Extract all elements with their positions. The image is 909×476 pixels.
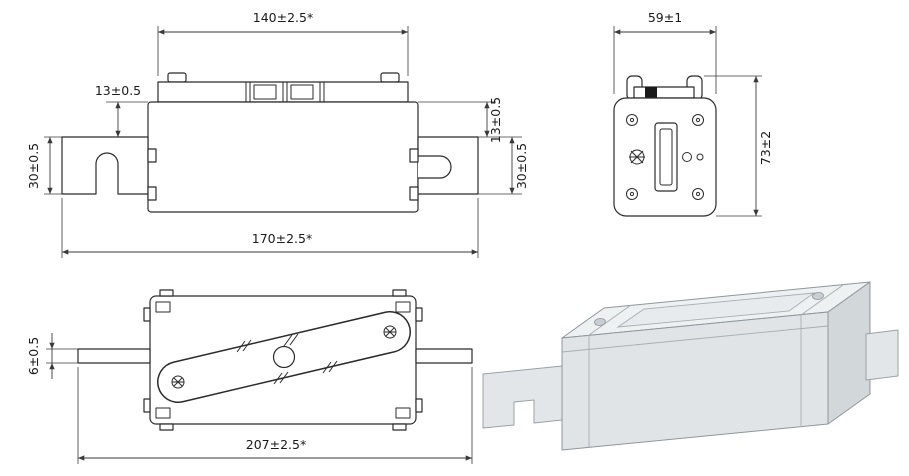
corner-screws xyxy=(626,114,704,200)
cap-lug-right xyxy=(380,72,400,83)
dim-blade-thickness: 6±0.5 xyxy=(26,333,78,379)
dim-overall-length: 207±2.5* xyxy=(77,367,473,464)
striker-indicator xyxy=(645,87,657,98)
dim-label-blade-thickness: 6±0.5 xyxy=(26,337,41,375)
strip-rivet-right xyxy=(383,325,397,339)
dim-label-left-blade-height: 30±0.5 xyxy=(26,143,41,189)
center-slot-inner xyxy=(659,128,673,186)
left-blade xyxy=(61,136,149,195)
dim-label-right-blade-height: 30±0.5 xyxy=(514,143,529,189)
dim-overall-width: 170±2.5* xyxy=(61,198,479,258)
dim-label-left-offset: 13±0.5 xyxy=(95,83,141,98)
strip-break-marks xyxy=(236,333,338,385)
star-screw xyxy=(629,149,645,165)
iso-screw-right xyxy=(812,292,824,300)
dim-left-blade-height: 30±0.5 xyxy=(26,136,62,195)
iso-view xyxy=(482,281,899,451)
dim-end-height: 73±2 xyxy=(704,75,773,217)
center-hole xyxy=(272,345,296,369)
dim-end-width: 59±1 xyxy=(613,10,717,94)
dim-label-overall-length: 207±2.5* xyxy=(246,437,306,452)
dim-right-offset: 13±0.5 xyxy=(418,97,503,143)
dim-label-overall-width: 170±2.5* xyxy=(252,231,312,246)
front-view: 140±2.5* 13±0.5 30±0.5 13±0.5 30±0.5 xyxy=(26,10,529,258)
label-strip xyxy=(157,311,411,403)
dim-label-cap-width: 140±2.5* xyxy=(253,10,313,25)
right-blade-slot xyxy=(418,155,452,179)
cap-ribs xyxy=(245,82,325,102)
dim-right-blade-height: 30±0.5 xyxy=(478,136,529,195)
dim-left-offset: 13±0.5 xyxy=(95,83,148,137)
iso-right-face xyxy=(827,281,871,425)
body-latch-tabs xyxy=(147,148,419,201)
dim-label-right-offset: 13±0.5 xyxy=(488,97,503,143)
iso-left-blade xyxy=(482,365,563,429)
side-holes xyxy=(682,152,704,162)
iso-label-plate xyxy=(616,292,816,328)
end-view: 59±1 73±2 xyxy=(613,10,773,217)
fuse-body xyxy=(147,101,419,213)
dim-cap-width: 140±2.5* xyxy=(157,10,409,76)
bottom-edge-bumps xyxy=(143,289,423,431)
cap-lug-left xyxy=(167,72,187,83)
bottom-left-blade xyxy=(77,348,151,364)
bottom-right-blade xyxy=(415,348,473,364)
end-cap-bar xyxy=(633,86,695,99)
iso-details xyxy=(561,284,844,447)
iso-right-blade xyxy=(865,329,899,381)
bottom-view: 6±0.5 207±2.5* xyxy=(26,289,473,464)
corner-brackets xyxy=(155,301,411,419)
strip-rivet-left xyxy=(171,375,185,389)
dim-label-end-height: 73±2 xyxy=(758,131,773,165)
center-slot-outer xyxy=(654,122,678,192)
iso-screw-left xyxy=(594,318,606,326)
dim-label-end-width: 59±1 xyxy=(648,10,682,25)
